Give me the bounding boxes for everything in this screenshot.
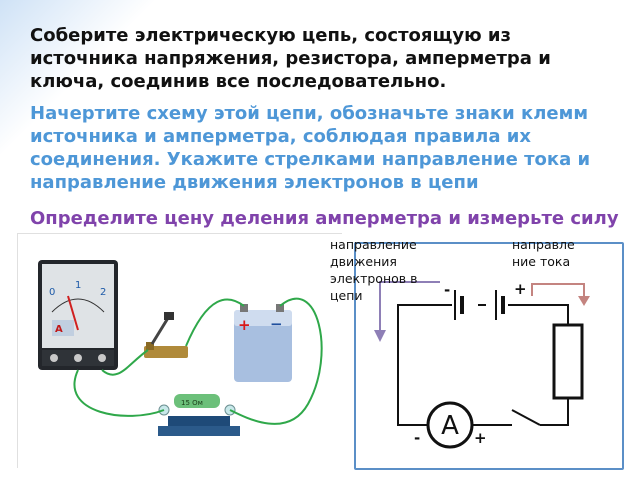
switch-symbol <box>511 409 541 426</box>
battery-minus-sign: − <box>270 315 283 333</box>
resistor-value-label: 15 Ом <box>181 399 203 407</box>
connecting-wires <box>73 297 323 425</box>
voltage-source-symbol <box>454 290 505 320</box>
resistor-symbol <box>552 323 584 400</box>
ammeter-plus-sign: + <box>474 429 487 447</box>
ammeter-scale-2: 2 <box>100 287 106 298</box>
knife-switch <box>144 312 188 358</box>
battery-plus-sign: + <box>238 316 251 334</box>
schematic-wires <box>397 304 569 426</box>
ammeter-unit-label: A <box>55 324 63 335</box>
current-direction-arrow <box>531 283 585 300</box>
ammeter-device <box>38 260 118 370</box>
battery <box>234 304 292 382</box>
ammeter-scale-1: 1 <box>75 280 81 291</box>
electron-arrow-head <box>374 330 386 342</box>
electron-direction-arrow <box>379 281 440 336</box>
ammeter-symbol <box>426 401 474 449</box>
task-text-draw-schematic: Начертите схему этой цепи, обозначьте зн… <box>30 103 591 193</box>
source-minus-sign: - <box>444 281 451 299</box>
ammeter-scale-0: 0 <box>49 287 55 298</box>
task-text-assemble: Соберите электрическую цепь, состоящую и… <box>30 25 551 92</box>
electron-direction-label: направление движения электронов в цепи <box>330 237 418 303</box>
circuit-illustration: 0 1 2 A + − <box>17 233 343 469</box>
ammeter-symbol-letter: A <box>441 411 459 441</box>
current-direction-label: направле ние тока <box>512 237 575 269</box>
current-arrow-head <box>578 296 590 306</box>
source-plus-sign: + <box>514 280 527 298</box>
circuit-illustration-svg: 0 1 2 A + − <box>18 234 343 469</box>
ammeter-minus-sign: - <box>414 429 421 447</box>
